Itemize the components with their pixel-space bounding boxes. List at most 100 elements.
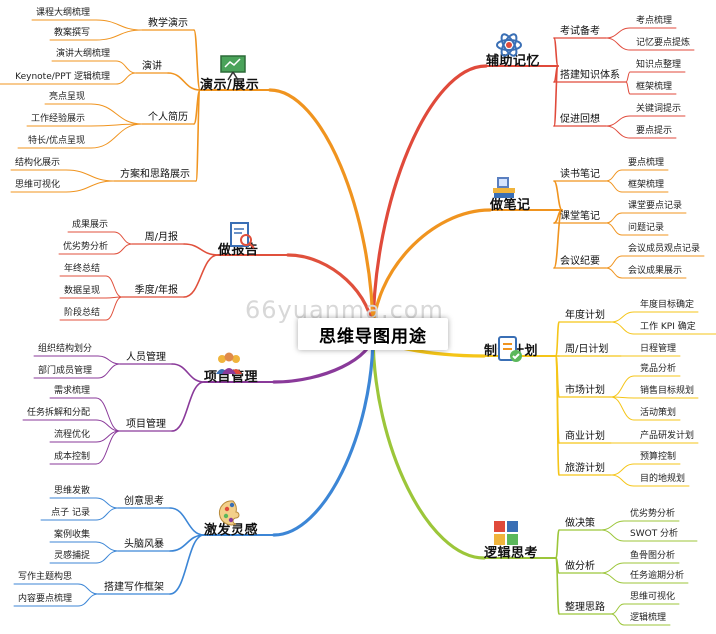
subtopic[interactable]: 商业计划 (565, 431, 605, 442)
subtopic[interactable]: 演讲 (142, 61, 162, 72)
leaf-topic[interactable]: 课程大纲梳理 (35, 8, 90, 18)
subtopic[interactable]: 人员管理 (126, 352, 166, 363)
link-l2 (610, 474, 635, 487)
leaf-topic[interactable]: 年度目标确定 (640, 300, 695, 310)
leaf-topic[interactable]: 案例收集 (53, 530, 90, 540)
leaf-topic[interactable]: 优劣势分析 (62, 242, 108, 252)
leaf-topic[interactable]: 竞品分析 (640, 364, 677, 374)
link-l1 (183, 243, 219, 256)
leaf-topic[interactable]: 目的地规划 (640, 474, 686, 484)
leaf-topic[interactable]: 任务逾期分析 (630, 571, 685, 581)
leaf-topic[interactable]: 流程优化 (53, 430, 90, 440)
leaf-topic[interactable]: 年终总结 (63, 264, 100, 274)
report-icon (230, 222, 255, 249)
leaf-topic[interactable]: 演讲大纲梳理 (55, 49, 110, 59)
leaf-topic[interactable]: 鱼骨图分析 (630, 551, 676, 561)
subtopic[interactable]: 做分析 (565, 561, 595, 572)
leaf-topic[interactable]: 框架梳理 (628, 180, 665, 190)
subtopic[interactable]: 整理思路 (565, 602, 605, 613)
leaf-topic[interactable]: 销售目标规划 (640, 386, 695, 396)
leaf-topic[interactable]: 工作经验展示 (30, 114, 85, 124)
branch-topic-b1[interactable]: 辅助记忆 (486, 54, 541, 69)
subtopic[interactable]: 读书笔记 (560, 169, 600, 180)
leaf-topic[interactable]: 活动策划 (640, 408, 677, 418)
link-l2 (97, 363, 121, 379)
leaf-topic[interactable]: 思维发散 (53, 486, 90, 496)
link-l2 (65, 169, 115, 182)
subtopic[interactable]: 搭建知识体系 (560, 70, 620, 81)
leaf-topic[interactable]: 思维可视化 (14, 180, 60, 190)
leaf-topic[interactable]: 部门成员管理 (37, 366, 92, 376)
subtopic[interactable]: 会议纪要 (560, 256, 600, 267)
leaf-topic[interactable]: 工作 KPI 确定 (640, 322, 696, 332)
leaf-topic[interactable]: 考点梳理 (636, 16, 673, 26)
leaf-topic[interactable]: 要点提示 (636, 126, 673, 136)
subtopic[interactable]: 促进回想 (560, 114, 600, 125)
leaf-topic[interactable]: 产品研发计划 (640, 431, 695, 441)
leaf-topic[interactable]: 组织结构划分 (37, 344, 92, 354)
leaf-topic[interactable]: 数据呈现 (63, 286, 100, 296)
leaf-topic[interactable]: SWOT 分析 (630, 529, 679, 539)
leaf-topic[interactable]: 问题记录 (628, 223, 665, 233)
subtopic[interactable]: 头脑风暴 (124, 539, 164, 550)
trunk-b1 (371, 64, 488, 336)
leaf-topic[interactable]: 框架梳理 (636, 82, 673, 92)
link-l2 (610, 311, 635, 323)
leaf-topic[interactable]: 思维可视化 (630, 592, 676, 602)
subtopic[interactable]: 个人简历 (148, 112, 188, 123)
leaf-topic[interactable]: 日程管理 (640, 344, 677, 354)
leaf-topic[interactable]: 逻辑梳理 (630, 613, 667, 623)
leaf-topic[interactable]: 知识点整理 (636, 60, 682, 70)
leaf-topic[interactable]: 特长/优点呈现 (27, 136, 85, 146)
subtopic[interactable]: 周/日计划 (565, 344, 609, 355)
leaf-topic[interactable]: 教案撰写 (53, 28, 90, 38)
leaf-topic[interactable]: 会议成果展示 (628, 266, 683, 276)
subtopic[interactable]: 周/月报 (144, 232, 178, 243)
palette-icon (219, 500, 240, 526)
link-l2 (605, 125, 631, 139)
leaf-topic[interactable]: Keynote/PPT 逻辑梳理 (15, 72, 110, 82)
subtopic[interactable]: 旅游计划 (565, 463, 605, 474)
subtopic[interactable]: 市场计划 (565, 385, 605, 396)
branch-topic-b5[interactable]: 演示/展示 (200, 78, 260, 93)
branch-topic-b2[interactable]: 做笔记 (490, 198, 531, 213)
link-l1 (553, 37, 559, 67)
leaf-topic[interactable]: 课堂要点记录 (628, 201, 683, 211)
link-l1 (169, 507, 205, 536)
leaf-topic[interactable]: 关键词提示 (636, 104, 682, 114)
central-topic[interactable]: 思维导图用途 (298, 318, 448, 350)
atom-icon (496, 33, 522, 57)
link-l2 (65, 180, 115, 193)
leaf-topic[interactable]: 阶段总结 (63, 308, 100, 318)
leaf-topic[interactable]: 写作主题构思 (17, 572, 72, 582)
link-l1 (555, 321, 560, 357)
subtopic[interactable]: 做决策 (565, 518, 595, 529)
leaf-topic[interactable]: 点子 记录 (51, 508, 90, 518)
leaf-topic[interactable]: 亮点呈现 (48, 92, 85, 102)
subtopic[interactable]: 年度计划 (565, 310, 605, 321)
leaf-topic[interactable]: 任务拆解和分配 (26, 408, 90, 418)
leaf-topic[interactable]: 成果展示 (71, 220, 108, 230)
subtopic[interactable]: 方案和思路展示 (120, 169, 190, 180)
link-l2 (605, 27, 631, 39)
leaf-topic[interactable]: 会议成员观点记录 (628, 244, 701, 254)
subtopic[interactable]: 课堂笔记 (560, 211, 600, 222)
subtopic[interactable]: 考试备考 (560, 26, 600, 37)
leaf-topic[interactable]: 要点梳理 (628, 158, 665, 168)
subtopic[interactable]: 项目管理 (126, 419, 166, 430)
leaf-topic[interactable]: 优劣势分析 (630, 509, 676, 519)
subtopic[interactable]: 季度/年报 (134, 285, 178, 296)
subtopic[interactable]: 创意思考 (124, 496, 164, 507)
branch-topic-b8[interactable]: 激发灵感 (204, 523, 259, 538)
leaf-topic[interactable]: 成本控制 (53, 452, 90, 462)
leaf-topic[interactable]: 内容要点梳理 (17, 594, 72, 604)
leaf-topic[interactable]: 需求梳理 (53, 386, 90, 396)
subtopic[interactable]: 教学演示 (148, 18, 188, 29)
leaf-topic[interactable]: 灵感捕捉 (53, 551, 90, 561)
leaf-topic[interactable]: 结构化展示 (14, 158, 60, 168)
leaf-topic[interactable]: 记忆要点提炼 (636, 38, 691, 48)
subtopic[interactable]: 搭建写作框架 (104, 582, 164, 593)
branch-topic-b4[interactable]: 逻辑思考 (484, 546, 539, 561)
leaf-topic[interactable]: 预算控制 (640, 452, 677, 462)
